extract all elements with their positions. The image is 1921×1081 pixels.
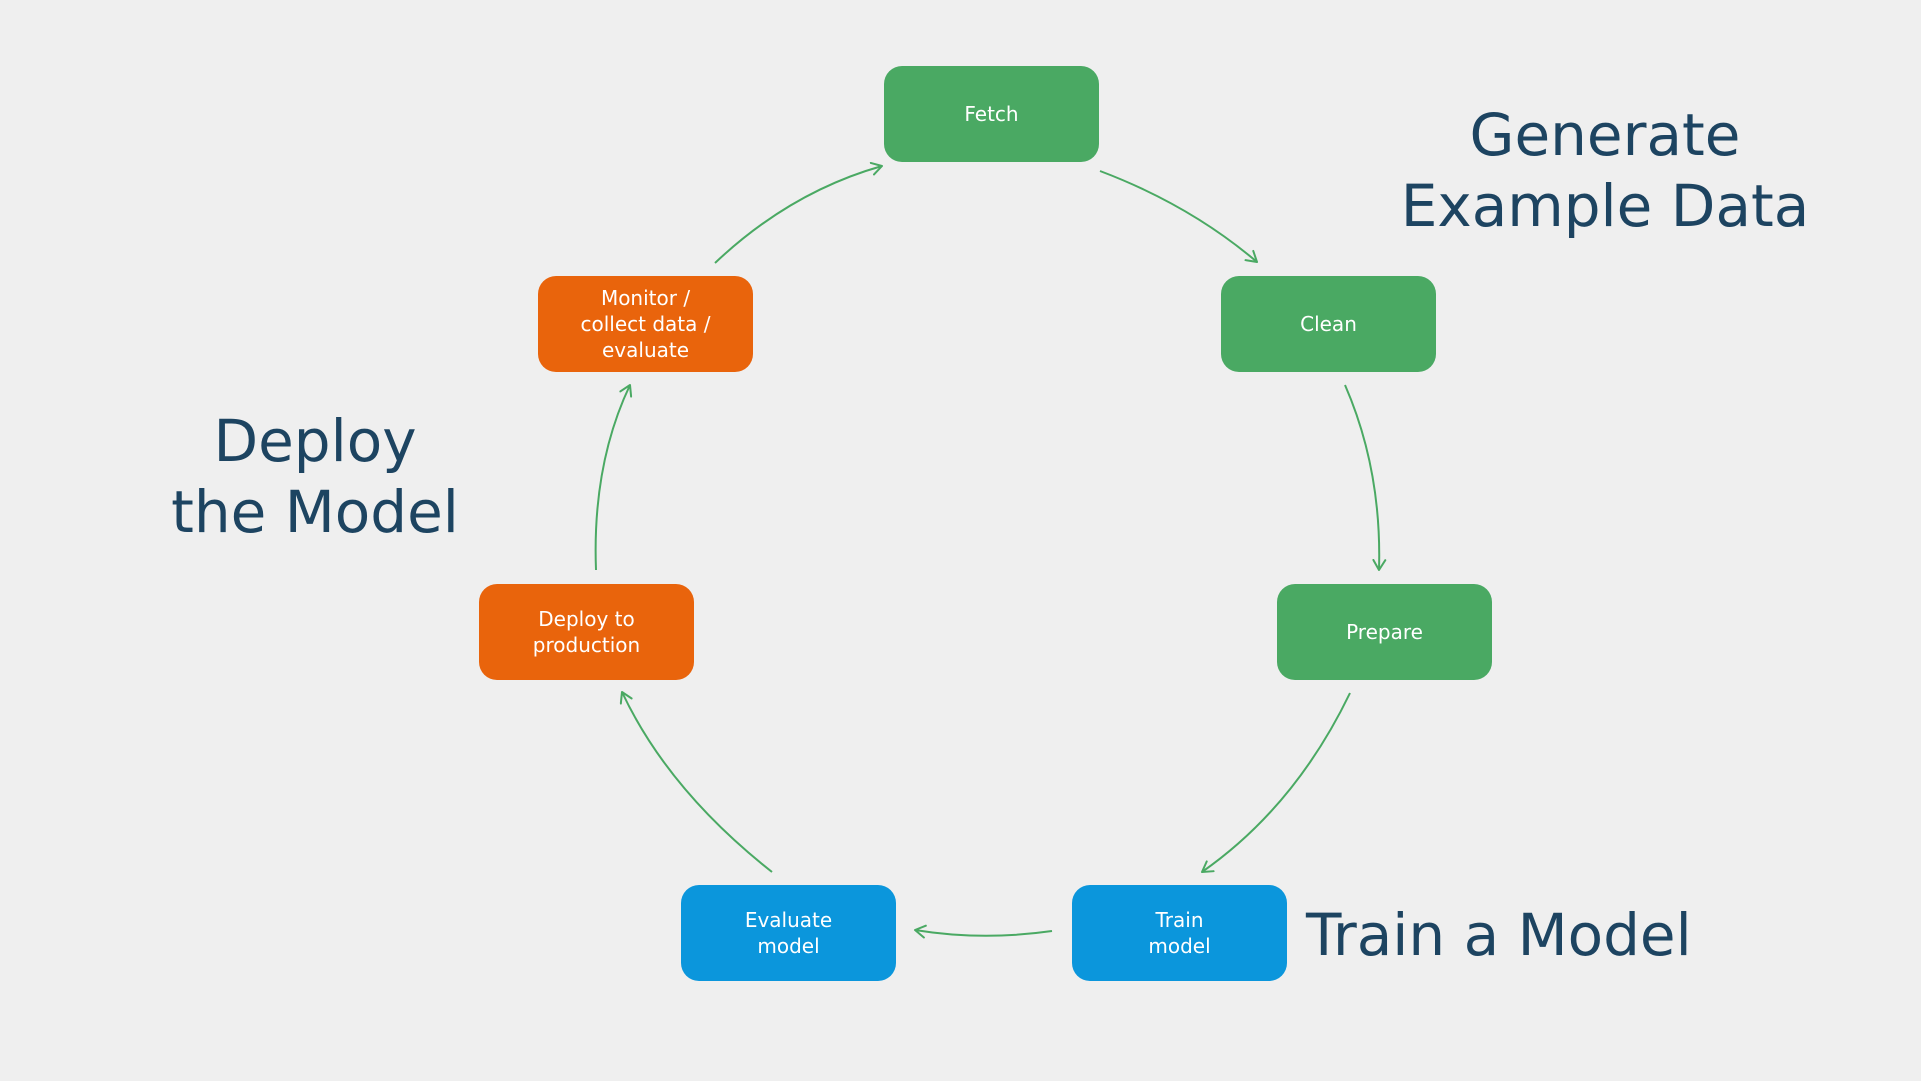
stage-monitor-collect-evaluate-label: Monitor / collect data / evaluate bbox=[580, 286, 711, 362]
arrow-fetch-to-clean bbox=[1099, 170, 1258, 263]
heading-deploy-the-model: Deploy the Model bbox=[171, 407, 459, 546]
stage-train-model-label: Train model bbox=[1148, 908, 1211, 958]
arrow-evaluate-to-deploy bbox=[619, 691, 773, 873]
heading-generate-example-data: Generate Example Data bbox=[1400, 101, 1810, 240]
stage-clean[interactable]: Clean bbox=[1221, 276, 1436, 372]
arrow-train-to-evaluate bbox=[914, 924, 1053, 939]
stage-monitor-collect-evaluate[interactable]: Monitor / collect data / evaluate bbox=[538, 276, 753, 372]
stage-prepare[interactable]: Prepare bbox=[1277, 584, 1492, 680]
stage-evaluate-model-label: Evaluate model bbox=[744, 908, 833, 958]
arrow-monitor-to-fetch bbox=[714, 161, 883, 264]
stage-fetch[interactable]: Fetch bbox=[884, 66, 1099, 162]
stage-train-model[interactable]: Train model bbox=[1072, 885, 1287, 981]
arrow-deploy-to-monitor bbox=[594, 384, 633, 571]
stage-clean-label: Clean bbox=[1300, 312, 1357, 336]
stage-evaluate-model[interactable]: Evaluate model bbox=[681, 885, 896, 981]
arrow-clean-to-prepare bbox=[1344, 384, 1387, 571]
stage-deploy-to-production-label: Deploy to production bbox=[532, 607, 641, 657]
arrow-prepare-to-train bbox=[1201, 692, 1351, 873]
heading-train-a-model: Train a Model bbox=[1306, 901, 1692, 969]
stage-deploy-to-production[interactable]: Deploy to production bbox=[479, 584, 694, 680]
stage-fetch-label: Fetch bbox=[964, 102, 1019, 126]
stage-prepare-label: Prepare bbox=[1346, 620, 1423, 644]
